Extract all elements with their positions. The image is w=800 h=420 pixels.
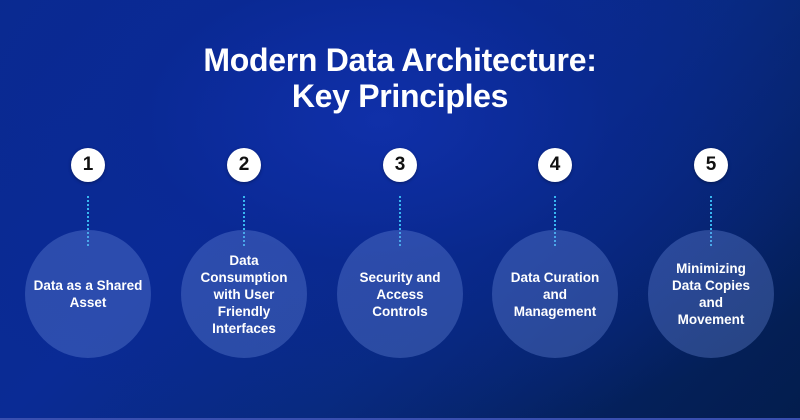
step-number-badge: 3 [383,148,417,182]
principle-step-5: 5 Minimizing Data Copies and Movement [641,0,781,420]
step-number-badge: 1 [71,148,105,182]
principle-bubble: Data as a Shared Asset [25,230,151,358]
dotted-connector [87,196,89,246]
dotted-connector [243,196,245,246]
principle-bubble: Security and Access Controls [337,230,463,358]
step-number-badge: 5 [694,148,728,182]
principle-label: Data Consumption with User Friendly Inte… [200,252,288,336]
principle-step-1: 1 Data as a Shared Asset [18,0,158,420]
step-number-badge: 4 [538,148,572,182]
principle-label: Data Curation and Management [510,269,600,319]
title-line-1: Modern Data Architecture: [203,42,597,78]
dotted-connector [554,196,556,246]
principle-label: Security and Access Controls [359,269,441,319]
principle-bubble: Data Curation and Management [492,230,618,358]
principle-step-2: 2 Data Consumption with User Friendly In… [174,0,314,420]
principle-bubble: Data Consumption with User Friendly Inte… [181,230,307,358]
principle-step-4: 4 Data Curation and Management [485,0,625,420]
principle-label: Data as a Shared Asset [33,278,143,310]
principle-label: Minimizing Data Copies and Movement [671,261,751,327]
dotted-connector [710,196,712,246]
page-title: Modern Data Architecture: Key Principles [0,42,800,114]
step-number-badge: 2 [227,148,261,182]
principle-step-3: 3 Security and Access Controls [330,0,470,420]
bottom-edge-divider [0,418,800,420]
title-line-2: Key Principles [291,78,509,114]
dotted-connector [399,196,401,246]
principle-bubble: Minimizing Data Copies and Movement [648,230,774,358]
